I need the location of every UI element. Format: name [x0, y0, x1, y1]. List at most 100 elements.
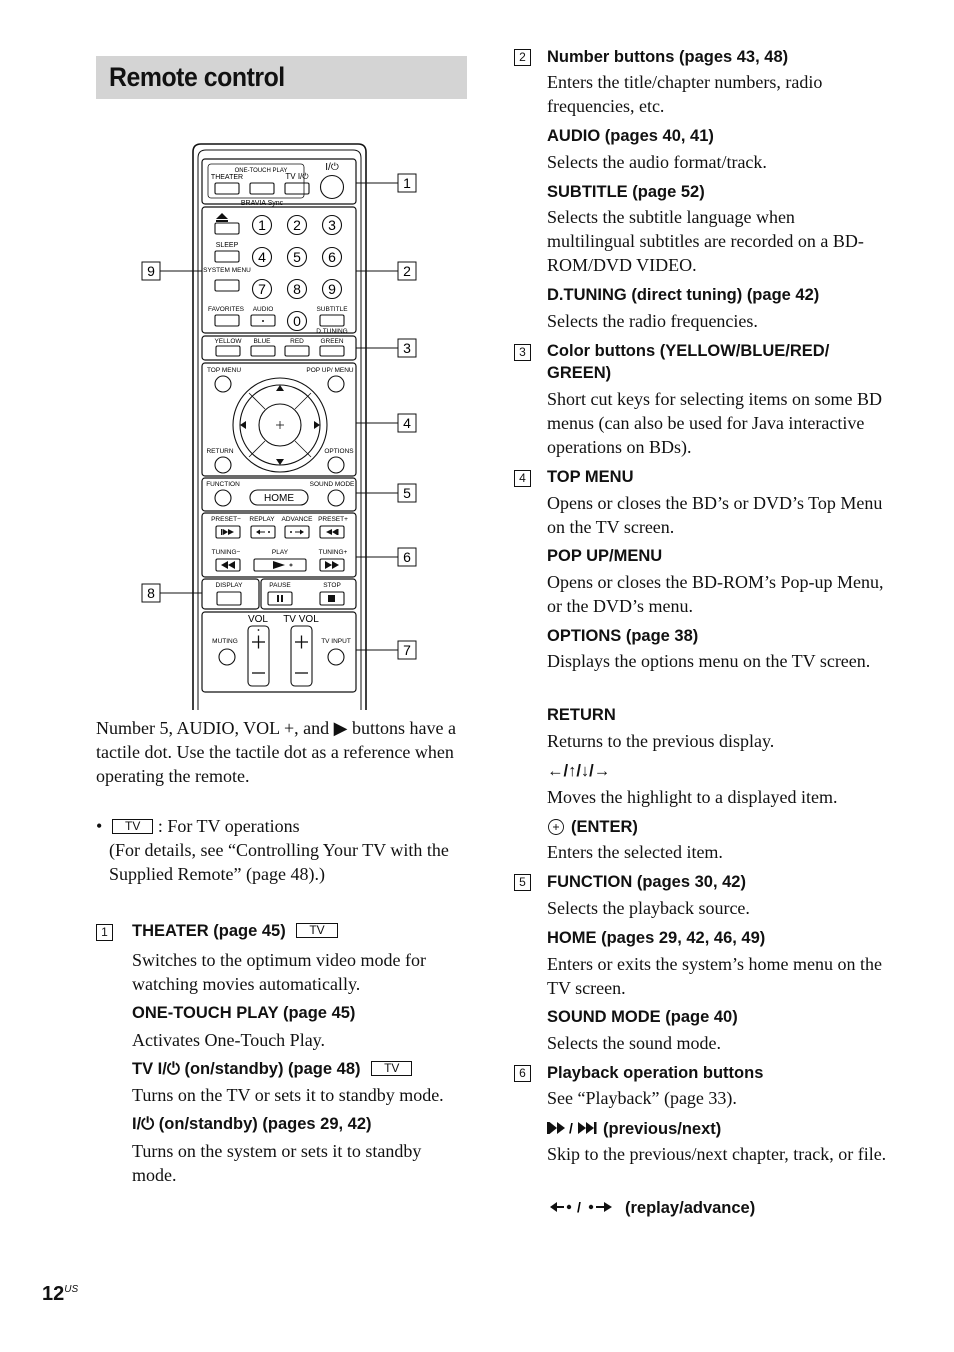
return-body: Returns to the previous display. — [547, 731, 775, 751]
digit-9: 9 — [328, 281, 336, 297]
tv-badge-tvpower: TV — [371, 1061, 413, 1076]
item-3-marker: 3 — [514, 344, 531, 361]
label-tuning-minus: TUNING− — [212, 549, 241, 556]
callout-5: 5 — [403, 485, 411, 501]
tv-legend-detail: (For details, see “Controlling Your TV w… — [109, 840, 449, 884]
label-display: DISPLAY — [216, 582, 244, 589]
enter-body: Enters the selected item. — [547, 842, 723, 862]
audio-heading: AUDIO (pages 40, 41) — [547, 127, 714, 145]
page-number-value: 12 — [42, 1283, 65, 1305]
label-tv-vol: TV VOL — [283, 614, 319, 625]
item-1-marker: 1 — [96, 924, 113, 941]
item-4-heading: TOP MENU — [547, 468, 634, 486]
home-heading: HOME (pages 29, 42, 46, 49) — [547, 929, 766, 947]
d-tuning-body: Selects the radio frequencies. — [547, 311, 758, 331]
enter-icon — [548, 819, 564, 835]
power-body: Turns on the system or sets it to standb… — [132, 1141, 422, 1185]
label-green: GREEN — [320, 338, 343, 345]
digit-5: 5 — [293, 249, 301, 265]
label-vol: VOL — [248, 614, 268, 625]
label-one-touch-play: ONE-TOUCH PLAY — [235, 168, 288, 174]
options-heading: OPTIONS (page 38) — [547, 627, 699, 645]
item-3-heading: Color buttons (YELLOW/BLUE/RED/ GREEN) — [547, 342, 830, 382]
tv-legend-text: : For TV operations — [157, 816, 300, 836]
tv-badge-theater: TV — [296, 923, 338, 938]
label-red: RED — [290, 338, 304, 345]
item-5-marker: 5 — [514, 874, 531, 891]
label-theater: THEATER — [211, 174, 243, 181]
tv-legend-line: TV : For TV operations — [112, 814, 300, 838]
tv-power-body: Turns on the TV or sets it to standby mo… — [132, 1085, 444, 1105]
item-6-heading: Playback operation buttons — [547, 1064, 764, 1082]
callout-1: 1 — [403, 175, 411, 191]
label-bravia-sync: BRAVIA Sync — [241, 200, 284, 207]
subtitle-heading: SUBTITLE (page 52) — [547, 183, 705, 201]
item-6-marker: 6 — [514, 1065, 531, 1082]
item-6-body: See “Playback” (page 33). — [547, 1088, 737, 1108]
prev-next-body: Skip to the previous/next chapter, track… — [547, 1144, 887, 1164]
label-d-tuning: D.TUNING — [316, 328, 347, 335]
callout-7: 7 — [403, 642, 411, 658]
label-options: OPTIONS — [324, 448, 354, 455]
replay-advance-heading-text: (replay/advance) — [625, 1199, 756, 1217]
item-2-body: Enters the title/chapter numbers, radio … — [547, 72, 823, 116]
item-4-body: Opens or closes the BD’s or DVD’s Top Me… — [547, 493, 883, 537]
label-favorites: FAVORITES — [208, 306, 245, 313]
label-advance: ADVANCE — [282, 516, 314, 523]
tv-bullet: • — [96, 816, 103, 836]
svg-text:/: / — [577, 1199, 581, 1215]
d-tuning-heading: D.TUNING (direct tuning) (page 42) — [547, 286, 820, 304]
callout-3: 3 — [403, 340, 411, 356]
digit-7: 7 — [258, 281, 266, 297]
replay-advance-heading: / (replay/advance) — [547, 1197, 892, 1219]
item-5-heading: FUNCTION (pages 30, 42) — [547, 873, 746, 891]
remote-diagram: ONE-TOUCH PLAY THEATER TV I/⏻ I/⏻ BRAVIA… — [141, 143, 417, 710]
label-stop: STOP — [323, 582, 341, 589]
power-heading: I/⏻ (on/standby) (pages 29, 42) — [132, 1115, 372, 1133]
arrows-heading: ←/↑/↓/→ — [547, 762, 611, 780]
enter-heading: (ENTER) — [547, 816, 892, 838]
callout-8: 8 — [147, 585, 155, 601]
arrows-body: Moves the highlight to a displayed item. — [547, 787, 838, 807]
digit-2: 2 — [293, 217, 301, 233]
digit-6: 6 — [328, 249, 336, 265]
label-audio: AUDIO — [253, 306, 274, 313]
options-body: Displays the options menu on the TV scre… — [547, 651, 871, 671]
tv-badge: TV — [112, 819, 154, 834]
section-title-bar: Remote control — [96, 56, 467, 99]
enter-heading-text: (ENTER) — [571, 818, 638, 836]
item-2-heading: Number buttons (pages 43, 48) — [547, 48, 789, 66]
tactile-note: Number 5, AUDIO, VOL +, and ▶ buttons ha… — [96, 718, 456, 786]
item-3-body: Short cut keys for selecting items on so… — [547, 389, 882, 457]
tv-power-heading: TV I/⏻ (on/standby) (page 48) TV — [132, 1058, 413, 1080]
subtitle-body: Selects the subtitle language when multi… — [547, 207, 864, 275]
label-play: PLAY — [272, 549, 289, 556]
item-1-heading: THEATER (page 45) TV — [132, 920, 338, 942]
label-system-menu: SYSTEM MENU — [203, 267, 251, 274]
page-number: 12US — [42, 1283, 78, 1306]
digit-4: 4 — [258, 249, 266, 265]
digit-0: 0 — [293, 313, 301, 329]
home-body: Enters or exits the system’s home menu o… — [547, 954, 882, 998]
digit-3: 3 — [328, 217, 336, 233]
label-yellow: YELLOW — [214, 338, 242, 345]
svg-text:/: / — [569, 1120, 573, 1136]
callout-4: 4 — [403, 415, 411, 431]
popup-menu-body: Opens or closes the BD-ROM’s Pop-up Menu… — [547, 572, 884, 616]
item-1-body: Switches to the optimum video mode for w… — [132, 950, 426, 994]
label-sleep: SLEEP — [216, 242, 239, 249]
remote-illustration: ONE-TOUCH PLAY THEATER TV I/⏻ I/⏻ BRAVIA… — [130, 140, 430, 710]
label-preset-minus: PRESET− — [211, 516, 241, 523]
label-subtitle: SUBTITLE — [316, 306, 348, 313]
digit-8: 8 — [293, 281, 301, 297]
item-2-marker: 2 — [514, 49, 531, 66]
prev-next-heading-text: (previous/next) — [603, 1120, 722, 1138]
label-home: HOME — [264, 493, 294, 504]
label-tv-power: TV I/⏻ — [285, 172, 309, 181]
item-5-body: Selects the playback source. — [547, 898, 750, 918]
label-return: RETURN — [206, 448, 233, 455]
label-power: I/⏻ — [325, 162, 339, 173]
label-tuning-plus: TUNING+ — [319, 549, 348, 556]
prev-next-heading: / (previous/next) — [547, 1118, 892, 1140]
item-4-marker: 4 — [514, 470, 531, 487]
